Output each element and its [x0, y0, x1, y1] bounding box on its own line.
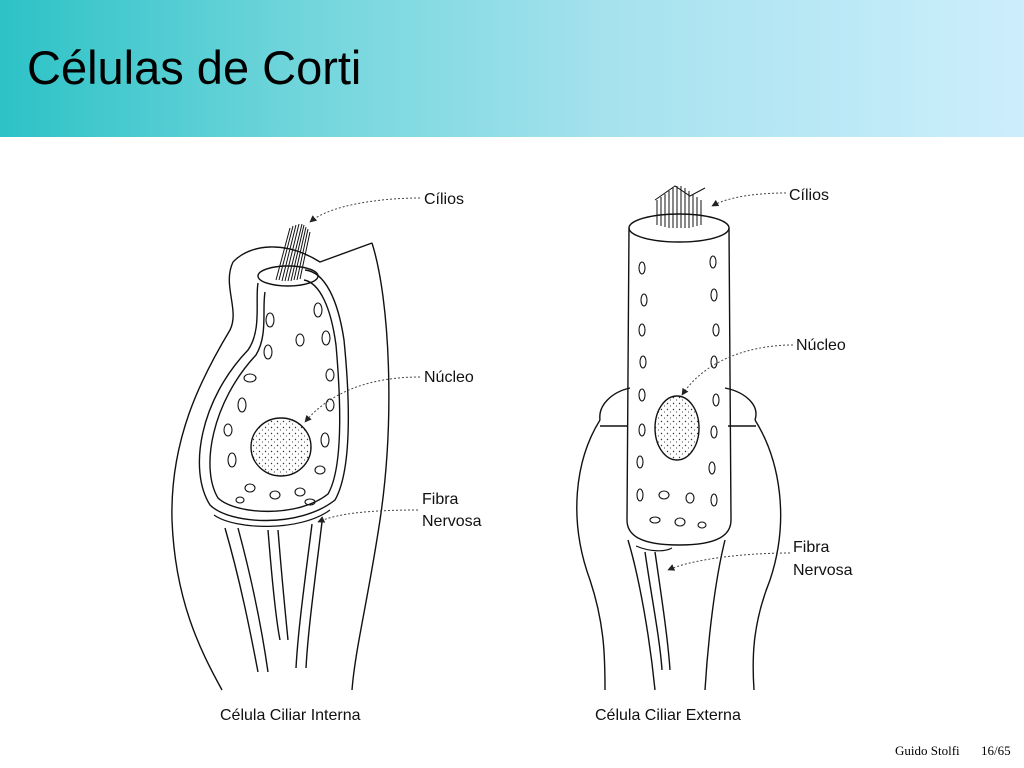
- outer-cilia-leader: [711, 192, 787, 207]
- outer-nucleus-leader: [681, 344, 794, 396]
- inner-nerve-fiber-4: [277, 529, 289, 641]
- outer-cell-left-wall: [626, 227, 680, 546]
- inner-hair-cell: [171, 223, 390, 691]
- inner-cilia-leader: [309, 197, 421, 223]
- outer-nerve-fiber-1: [644, 551, 663, 671]
- slide-title: Células de Corti: [27, 41, 362, 94]
- outer-label-nucleus: Núcleo: [796, 337, 846, 354]
- outer-hair-cell: [576, 185, 782, 691]
- footer-author: Guido Stolfi: [895, 743, 960, 758]
- outer-organelles: [636, 255, 720, 529]
- outer-fiber-leader: [667, 552, 791, 571]
- inner-cilia-bundle: [275, 223, 311, 282]
- inner-label-cilia: Cílios: [424, 191, 464, 208]
- outer-inner-channel-left: [627, 539, 656, 691]
- outer-caption: Célula Ciliar Externa: [595, 707, 741, 724]
- inner-nerve-fiber-6: [305, 521, 323, 669]
- inner-cell-membrane: [209, 279, 341, 513]
- title-bar: Células de Corti: [0, 0, 1024, 137]
- footer-page-number: 16/65: [981, 743, 1011, 758]
- outer-nerve-fiber-2: [654, 551, 671, 671]
- outer-nucleus: [654, 395, 700, 461]
- outer-support-left: [576, 419, 606, 691]
- inner-cell-body: [198, 269, 349, 522]
- outer-support-right: [752, 419, 782, 691]
- inner-label-fiber-line1: Fibra: [422, 491, 459, 508]
- inner-nerve-fiber-5: [295, 523, 313, 669]
- outer-nerve-ending: [635, 545, 673, 552]
- inner-support-right-edge: [351, 242, 390, 691]
- outer-cell-right-wall: [678, 227, 732, 546]
- outer-label-cilia: Cílios: [789, 187, 829, 204]
- inner-cuticular-plate: [257, 265, 319, 287]
- inner-organelles: [223, 302, 335, 506]
- inner-support-left-edge: [171, 261, 234, 691]
- inner-support-top: [232, 242, 373, 263]
- outer-label-fiber-line2: Nervosa: [793, 562, 853, 579]
- inner-nerve-fiber-3: [267, 529, 281, 641]
- outer-cilia-bundle: [654, 185, 706, 228]
- inner-nucleus: [250, 417, 312, 477]
- inner-fiber-leader: [317, 509, 419, 523]
- inner-label-fiber-line2: Nervosa: [422, 513, 482, 530]
- inner-label-nucleus: Núcleo: [424, 369, 474, 386]
- outer-inner-channel-right: [704, 539, 726, 691]
- outer-label-fiber-line1: Fibra: [793, 539, 830, 556]
- outer-support-left-cap: [599, 387, 631, 421]
- inner-caption: Célula Ciliar Interna: [220, 707, 361, 724]
- outer-cell-top: [628, 213, 730, 243]
- inner-nucleus-leader: [304, 376, 421, 423]
- inner-nerve-fiber-2: [237, 527, 269, 673]
- inner-nerve-fiber-1: [224, 527, 259, 673]
